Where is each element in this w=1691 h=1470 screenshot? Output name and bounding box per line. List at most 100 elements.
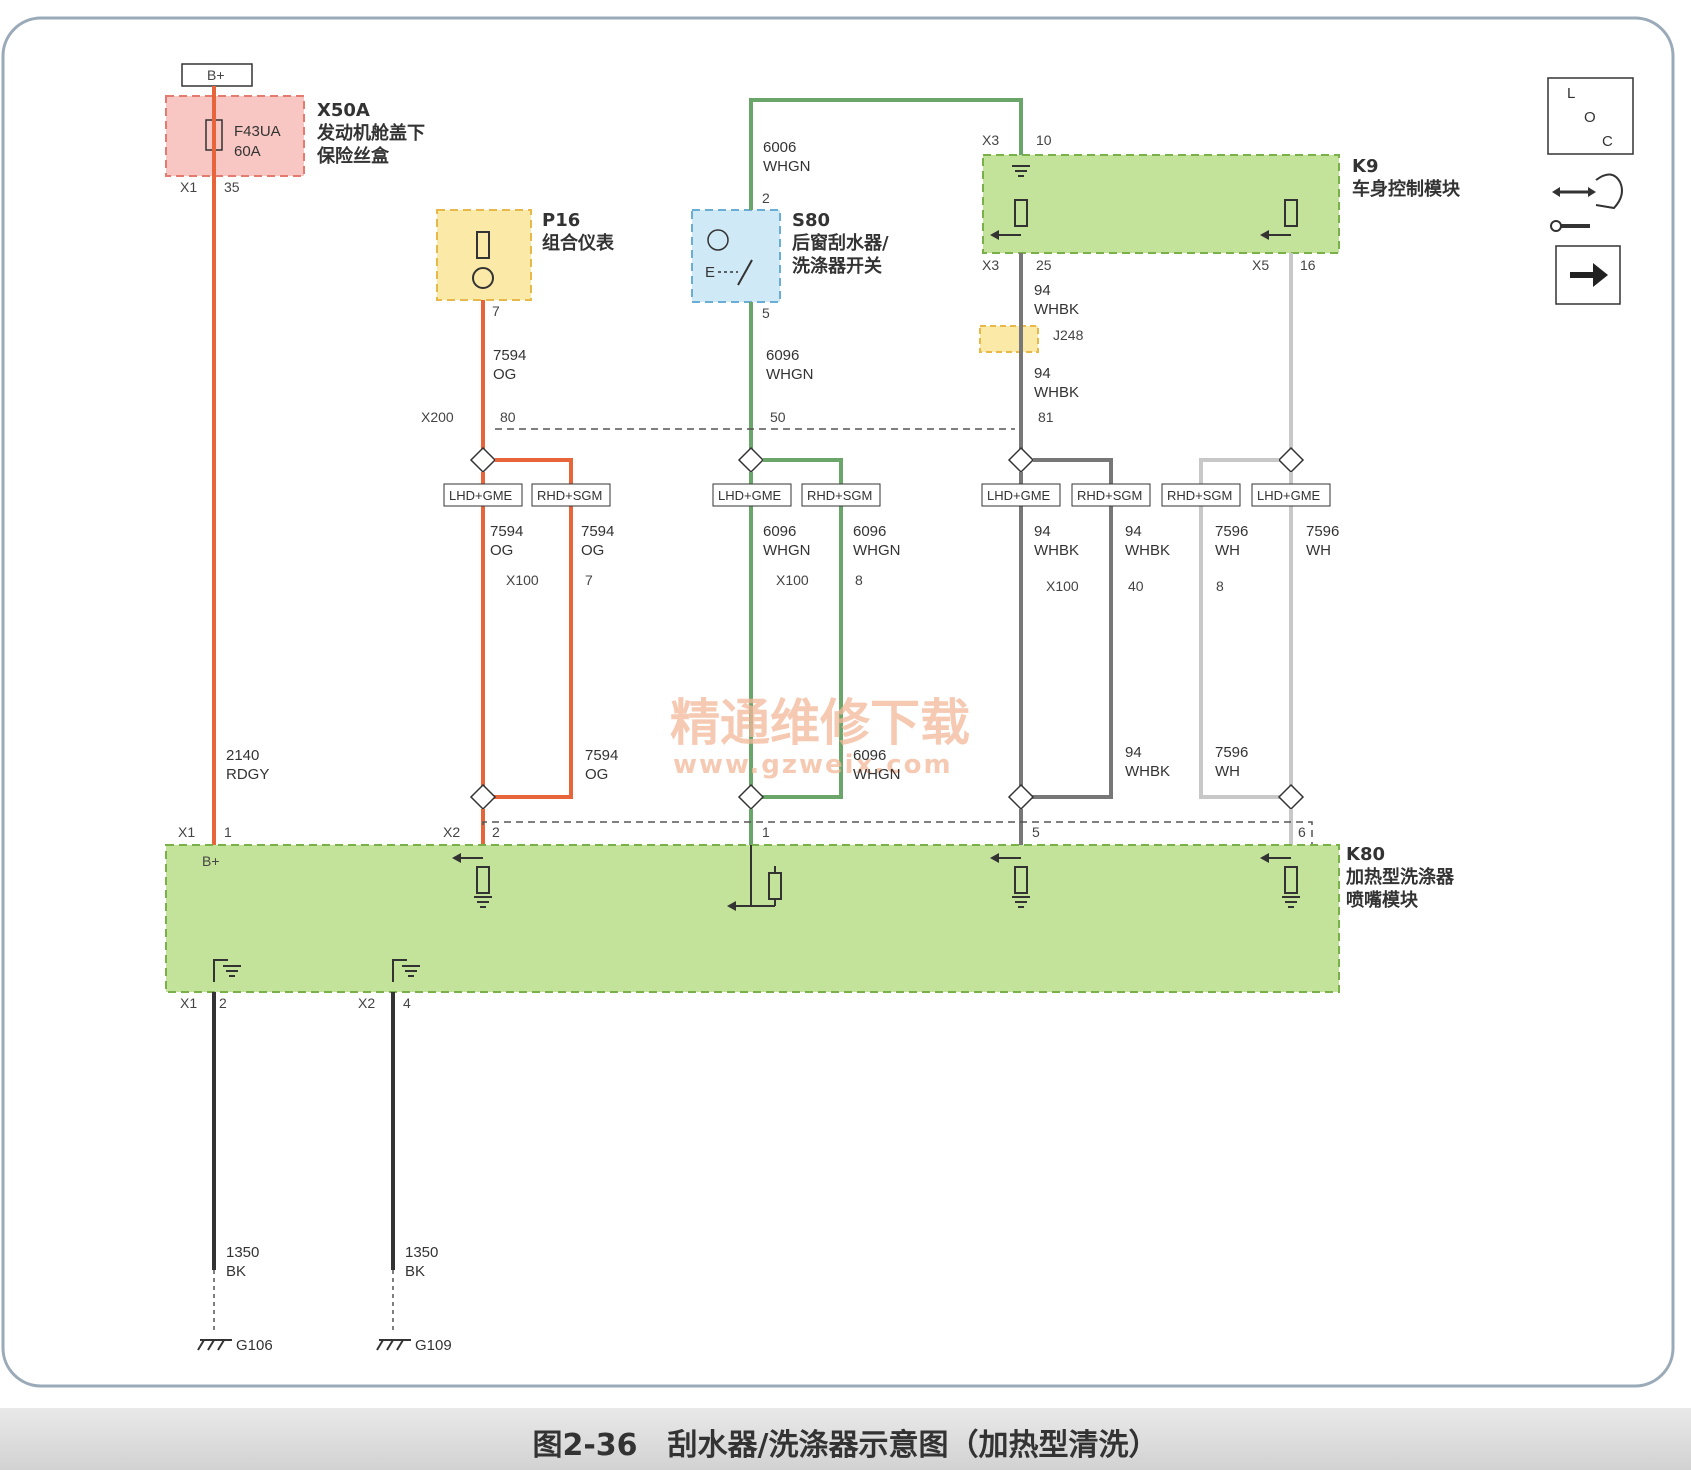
opt-rhd-4: RHD+SGM xyxy=(1167,488,1232,503)
figure-caption: 图2-36 刮水器/洗涤器示意图（加热型清洗） xyxy=(532,1428,1159,1463)
opt-rhd-2: RHD+SGM xyxy=(807,488,872,503)
connector-icon xyxy=(1550,173,1623,232)
x50a-pin: 35 xyxy=(224,179,240,195)
x200-pin80: 80 xyxy=(500,409,516,425)
k9-pin10: 10 xyxy=(1036,132,1052,148)
branch-gray xyxy=(1019,458,1113,799)
k9-x5: X5 xyxy=(1252,257,1269,273)
chassis-ground-icon-g109 xyxy=(376,1339,411,1351)
wire-6006 xyxy=(749,98,1023,210)
opt-lhd-4: LHD+GME xyxy=(1257,488,1321,503)
k80-name1: 加热型洗涤器 xyxy=(1345,866,1455,888)
ground-g106: G106 xyxy=(236,1337,273,1354)
w1350b-color: BK xyxy=(405,1263,425,1280)
w94r-color: WHBK xyxy=(1125,542,1170,559)
k80-pin5: 5 xyxy=(1032,824,1040,840)
wire-6096-num: 6096 xyxy=(766,347,799,364)
w7594l-num: 7594 xyxy=(490,523,523,540)
w7596r-color: WH xyxy=(1306,542,1331,559)
w94lo-color: WHBK xyxy=(1125,763,1170,780)
p16-name: 组合仪表 xyxy=(542,232,615,254)
w7596r-num: 7596 xyxy=(1306,523,1339,540)
mid-wire-labels: 7594 OG 7594 OG 6096 WHGN 6096 WHGN 94 W… xyxy=(490,523,1339,559)
watermark-line1: 精通维修下载 xyxy=(670,693,970,752)
w6096l-color: WHGN xyxy=(763,542,811,559)
wire-7594-num: 7594 xyxy=(493,347,526,364)
wire-6006-color: WHGN xyxy=(763,158,811,175)
j248-label: J248 xyxy=(1053,327,1084,343)
k9-pin25: 25 xyxy=(1036,257,1052,273)
bplus-label: B+ xyxy=(207,67,225,83)
k9-id: K9 xyxy=(1352,156,1378,177)
x100-pin8a: 8 xyxy=(855,572,863,588)
x100-pin8b: 8 xyxy=(1216,578,1224,594)
w6096lo-color: WHGN xyxy=(853,766,901,783)
opt-lhd-2: LHD+GME xyxy=(718,488,782,503)
wire-7594-color: OG xyxy=(493,366,516,383)
w7594lo-color: OG xyxy=(585,766,608,783)
wire-2140-color: RDGY xyxy=(226,766,269,783)
x100-labels: X100 7 X100 8 X100 40 8 xyxy=(506,572,1224,594)
wire-94a-color: WHBK xyxy=(1034,301,1079,318)
x50a-name2: 保险丝盒 xyxy=(316,145,390,167)
branch-orange xyxy=(481,458,573,799)
x100-pin40: 40 xyxy=(1128,578,1144,594)
w6096r-num: 6096 xyxy=(853,523,886,540)
w94l-color: WHBK xyxy=(1034,542,1079,559)
diagram-frame xyxy=(1,16,1675,1388)
wiper-icon xyxy=(707,229,729,251)
opt-lhd-3: LHD+GME xyxy=(987,488,1051,503)
k80-x2: X2 xyxy=(443,824,460,840)
lower-wire-labels: 7594 OG 6096 WHGN 94 WHBK 7596 WH xyxy=(585,744,1248,783)
fuse-amp: 60A xyxy=(234,143,261,160)
watermark-line2: www.gzweix.com xyxy=(673,750,953,780)
chassis-ground-icon-g106 xyxy=(197,1339,232,1351)
p16-id: P16 xyxy=(542,210,580,231)
w7596lo-color: WH xyxy=(1215,763,1240,780)
x200-pin50: 50 xyxy=(770,409,786,425)
x100-pin7: 7 xyxy=(585,572,593,588)
w94r-num: 94 xyxy=(1125,523,1142,540)
k9-x3: X3 xyxy=(982,132,999,148)
p16-instrument-cluster: P16 组合仪表 7 xyxy=(436,209,615,319)
w6096r-color: WHGN xyxy=(853,542,901,559)
k80-gpin4: 4 xyxy=(403,995,411,1011)
k80-pin1: 1 xyxy=(224,824,232,840)
s80-pin-bot: 5 xyxy=(762,305,770,321)
lamp-icon xyxy=(472,267,494,289)
w1350a-color: BK xyxy=(226,1263,246,1280)
k80-x1b: X1 xyxy=(180,995,197,1011)
option-labels: LHD+GME RHD+SGM LHD+GME RHD+SGM LHD+GME … xyxy=(443,483,1331,507)
w94lo-num: 94 xyxy=(1125,744,1142,761)
k80-pin6: 6 xyxy=(1298,824,1306,840)
wire-94b-color: WHBK xyxy=(1034,384,1079,401)
w7594r-num: 7594 xyxy=(581,523,614,540)
loc-l: L xyxy=(1567,85,1575,102)
k80-heated-washer-nozzle-module: B+ X1 1 X2 2 1 5 6 K80 加热型洗涤器 喷嘴模块 xyxy=(165,824,1455,1011)
w1350b-num: 1350 xyxy=(405,1244,438,1261)
opt-rhd-3: RHD+SGM xyxy=(1077,488,1142,503)
w7596l-num: 7596 xyxy=(1215,523,1248,540)
branch-white xyxy=(1199,458,1293,799)
wire-6096-color: WHGN xyxy=(766,366,814,383)
x50a-id: X50A xyxy=(317,100,370,121)
loc-icon: L O C xyxy=(1547,77,1634,155)
k80-gpin2: 2 xyxy=(219,995,227,1011)
wiper-washer-schematic: B+ F43UA 60A X50A 发动机舱盖下 保险丝盒 X1 35 2140… xyxy=(1,16,1675,1388)
x100-label-2: X100 xyxy=(776,572,809,588)
wire-6006-num: 6006 xyxy=(763,139,796,156)
s80-id: S80 xyxy=(792,210,830,231)
x200-pin81: 81 xyxy=(1038,409,1054,425)
x2-connector-line xyxy=(482,821,1313,845)
k9-x3b: X3 xyxy=(982,257,999,273)
fuse-name: F43UA xyxy=(234,123,281,140)
s80-name1: 后窗刮水器/ xyxy=(792,232,889,254)
s80-rear-wiper-switch: E S80 后窗刮水器/ 洗涤器开关 2 5 xyxy=(691,190,889,321)
w94l-num: 94 xyxy=(1034,523,1051,540)
k80-name2: 喷嘴模块 xyxy=(1346,889,1419,911)
x50a-conn: X1 xyxy=(180,179,197,195)
s80-pin-top: 2 xyxy=(762,190,770,206)
w6096l-num: 6096 xyxy=(763,523,796,540)
w1350a-num: 1350 xyxy=(226,1244,259,1261)
x100-label-1: X100 xyxy=(506,572,539,588)
